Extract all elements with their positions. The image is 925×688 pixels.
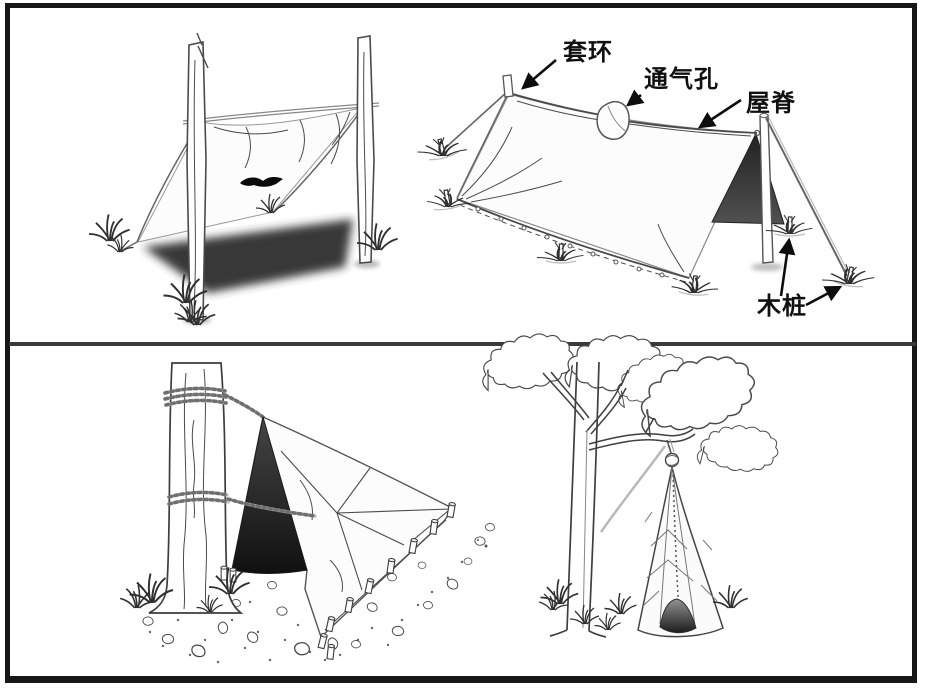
rope-lashings (163, 386, 265, 506)
vent-pouch (596, 100, 630, 140)
pole-shadow (751, 263, 783, 271)
sunshade-tarp (137, 107, 363, 243)
stray-marks (477, 539, 488, 548)
teepee-cone (637, 466, 724, 638)
tree-trunk (148, 362, 244, 614)
left-pole (186, 32, 209, 321)
leanto-tarp (231, 416, 453, 639)
arrow-stake-1 (778, 237, 796, 297)
illustration-teepee-shelter (477, 326, 784, 638)
illustration-leanto-shelter (119, 362, 495, 664)
support-rope (599, 445, 667, 533)
label-vent-hole: 通气孔 (644, 66, 719, 93)
arrow-sleeve-loop (521, 59, 557, 90)
arrow-roof-ridge (697, 98, 742, 129)
lower-rope (226, 497, 317, 518)
label-arrows (521, 59, 843, 307)
front-pole-tip (502, 74, 514, 98)
teepee-door (659, 598, 697, 634)
tree-branches (542, 369, 696, 451)
hanging-knot (664, 438, 680, 468)
guy-ropes (442, 91, 851, 277)
label-sleeve-loop: 套环 (563, 39, 613, 66)
tree-foliage (482, 326, 784, 482)
rear-pole (759, 113, 774, 264)
tree-trunk (549, 361, 607, 638)
illustration-aframe-tent (416, 59, 876, 307)
right-pole (356, 35, 375, 264)
label-roof-ridge: 屋脊 (746, 90, 796, 117)
arrow-vent-hole (625, 89, 645, 107)
label-wooden-stake: 木桩 (757, 293, 807, 320)
arrow-stake-2 (805, 285, 843, 307)
panel-divider-line (9, 342, 916, 346)
grommets (475, 206, 665, 278)
bird-mark (240, 176, 283, 187)
illustration-pole-sunshade (88, 32, 399, 326)
